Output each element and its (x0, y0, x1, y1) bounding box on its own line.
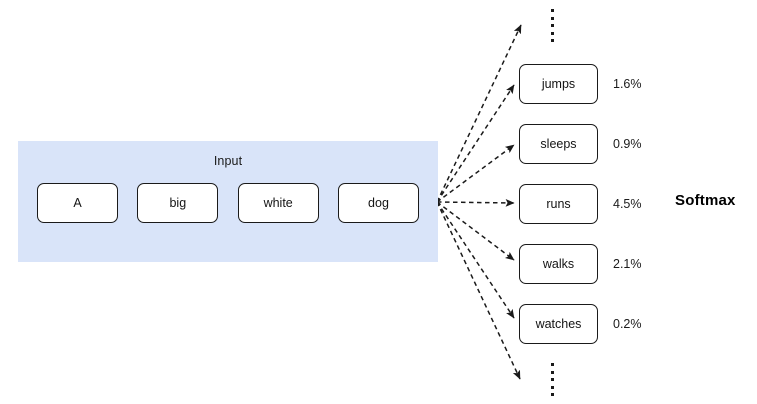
input-token-box[interactable]: dog (337, 183, 419, 223)
output-box-sleeps[interactable]: sleeps (519, 124, 598, 164)
output-box-watches[interactable]: watches (519, 304, 598, 344)
softmax-label: Softmax (675, 192, 736, 209)
output-box-walks[interactable]: walks (519, 244, 598, 284)
arrow-to-bottom-ellipsis (436, 201, 521, 380)
probability-label-jumps: 1.6% (613, 77, 642, 91)
arrow-to-walks (436, 201, 515, 261)
output-box-jumps[interactable]: jumps (519, 64, 598, 104)
bottom-ellipsis-icon (551, 363, 557, 401)
probability-label-runs: 4.5% (613, 197, 642, 211)
output-box-runs[interactable]: runs (519, 184, 598, 224)
probability-label-sleeps: 0.9% (613, 137, 642, 151)
input-token-row: A big white dog (37, 183, 419, 223)
input-panel-label: Input (213, 154, 243, 168)
arrow-to-sleeps (436, 144, 515, 203)
input-token-box[interactable]: big (137, 183, 219, 223)
probability-label-walks: 2.1% (613, 257, 642, 271)
input-token-box[interactable]: white (237, 183, 319, 223)
probability-label-watches: 0.2% (613, 317, 642, 331)
top-ellipsis-icon (551, 9, 557, 47)
input-panel: Input A big white dog (18, 141, 438, 262)
arrow-to-runs (436, 198, 515, 207)
arrow-to-top-ellipsis (436, 24, 522, 203)
input-token-box[interactable]: A (37, 183, 118, 223)
arrow-to-jumps (436, 84, 515, 203)
arrow-to-watches (436, 201, 515, 319)
